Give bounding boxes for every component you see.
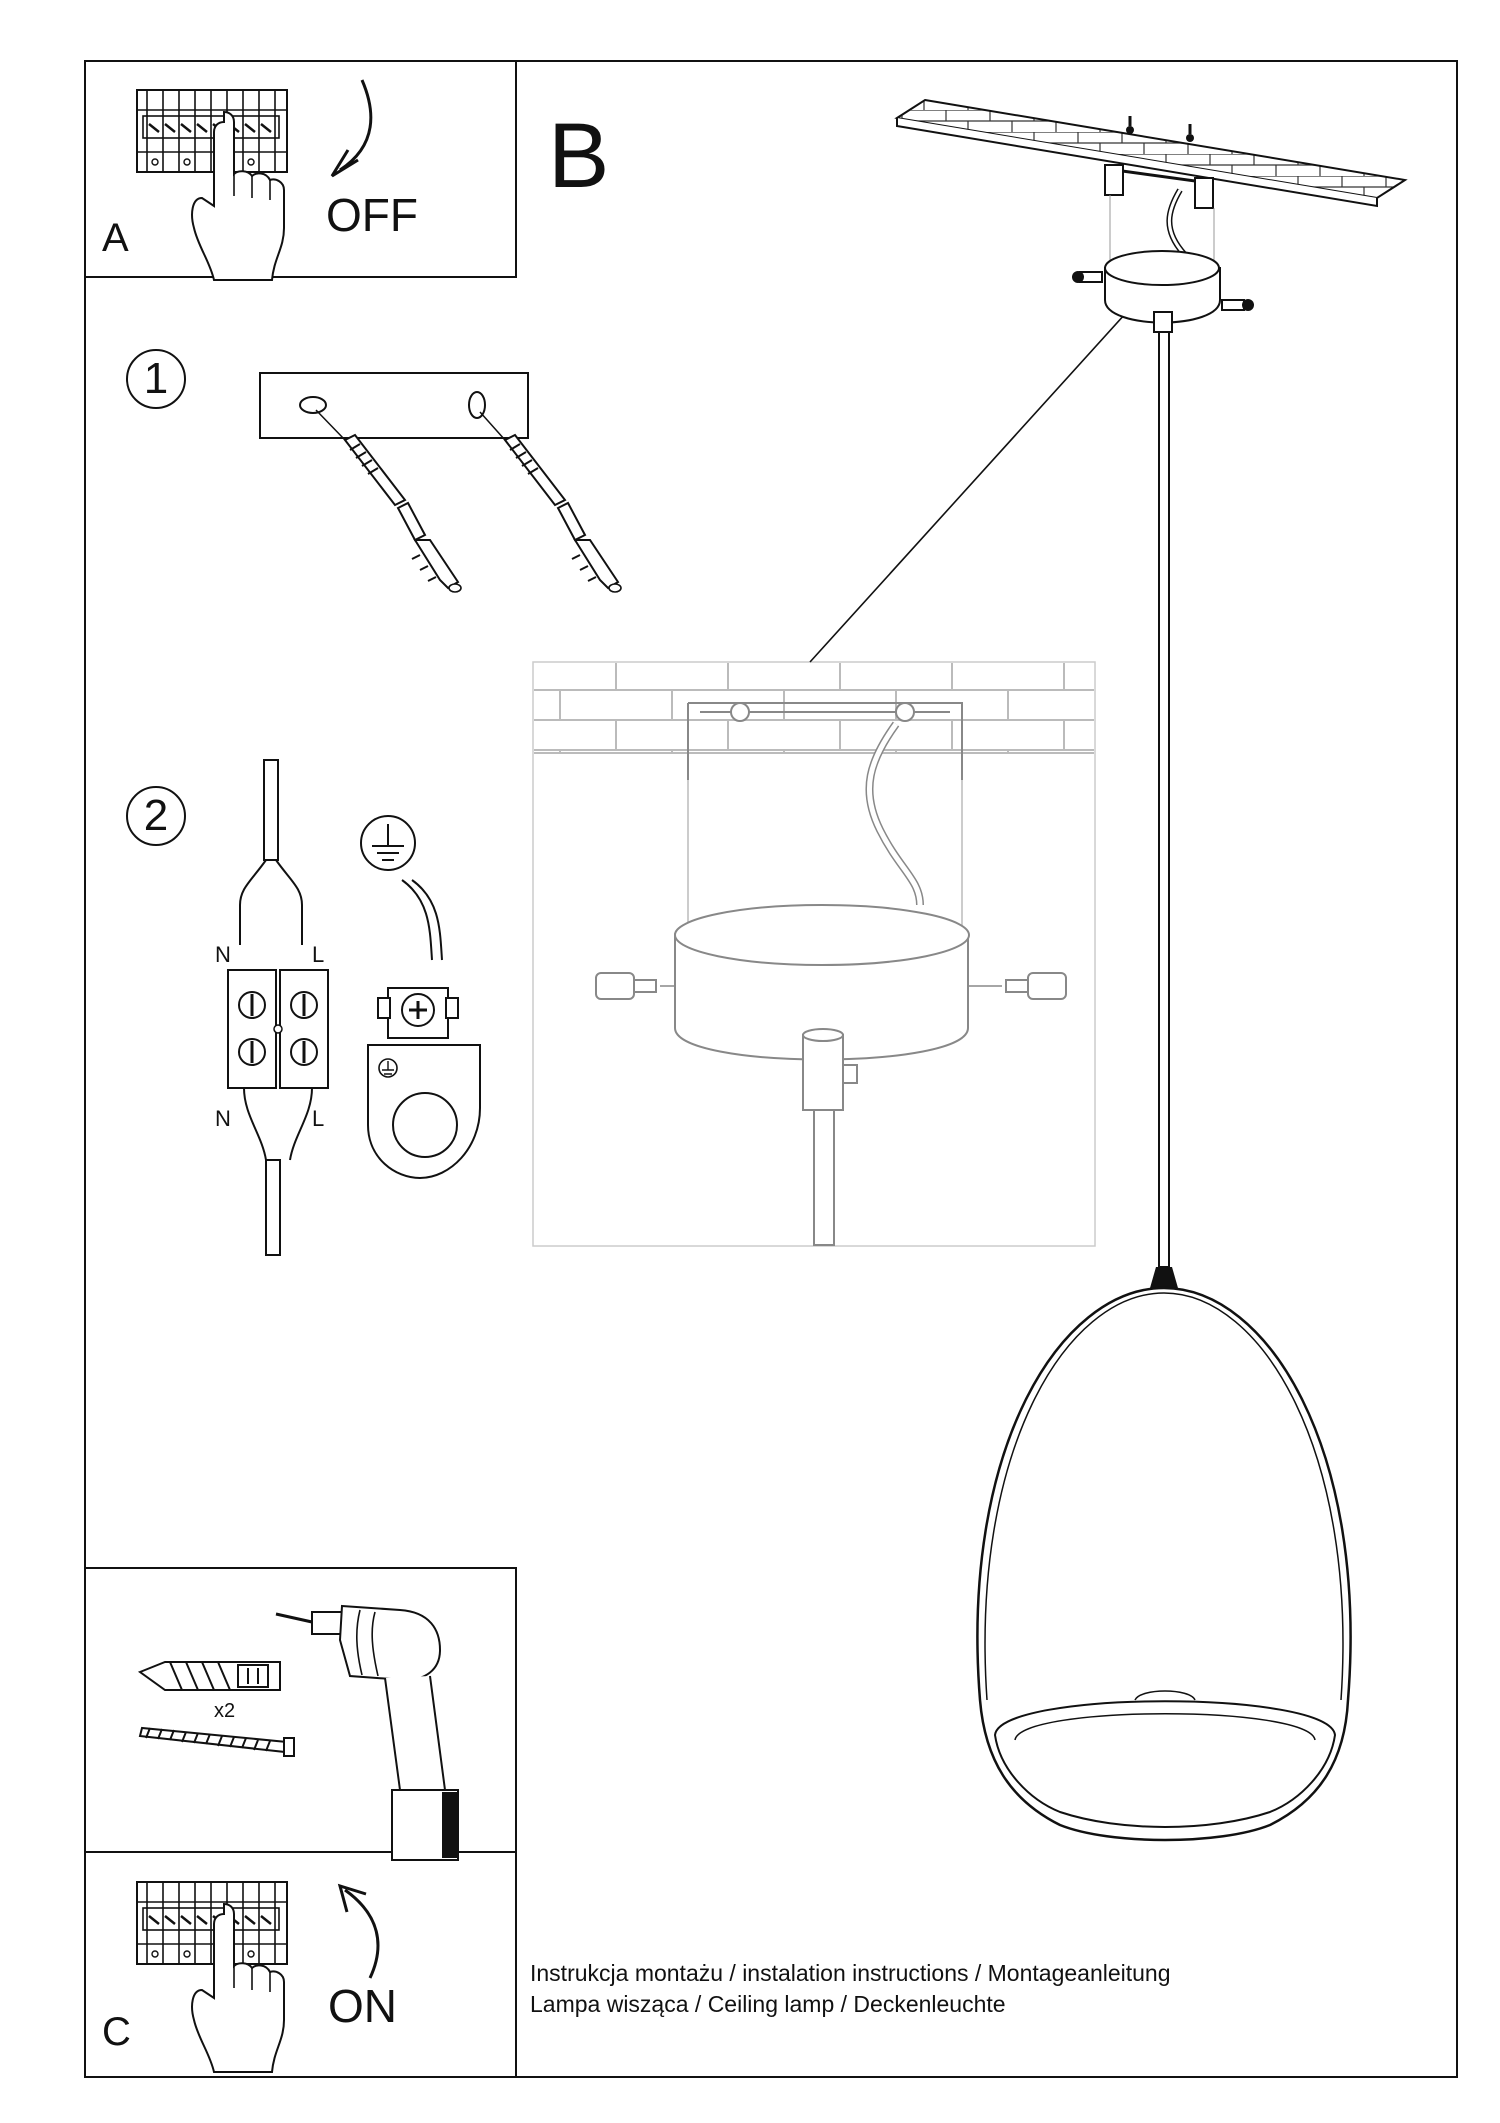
ground-terminal-icon: [367, 987, 481, 1180]
breaker-panel-on-icon: [135, 1880, 289, 1966]
detail-leader-line: [809, 291, 1146, 663]
caption-line-2: Lampa wisząca / Ceiling lamp / Deckenleu…: [530, 1991, 1006, 2017]
off-label: OFF: [326, 189, 418, 241]
panel-a-label: A: [102, 216, 129, 260]
neutral-label-bottom: N: [215, 1106, 231, 1131]
suspension-cable-icon: [1150, 331, 1178, 1288]
panel-b-label: B: [548, 105, 610, 207]
wall-plug-icon: [479, 411, 622, 593]
arrow-down-icon: [330, 79, 373, 178]
step-2-number: 2: [126, 786, 186, 846]
ceiling-plate-icon: [894, 98, 1408, 208]
live-label-top: L: [312, 942, 325, 967]
terminal-block-icon: [227, 969, 329, 1089]
drill-icon: [275, 1604, 459, 1861]
panel-c-label: C: [102, 2010, 131, 2054]
page-frame: [84, 60, 1458, 2078]
canopy-detail-view: [532, 661, 1096, 1247]
caption-line-1: Instrukcja montażu / instalation instruc…: [530, 1960, 1171, 1986]
mounting-bracket-icon: [1104, 164, 1215, 265]
canopy-icon: [1072, 250, 1254, 333]
quantity-label: x2: [214, 1700, 236, 1722]
mounting-plate-icon: [259, 372, 529, 439]
neutral-label-top: N: [215, 942, 231, 967]
arrow-up-icon: [337, 1883, 380, 1979]
live-label-bottom: L: [312, 1106, 325, 1131]
mains-cable-icon: [239, 759, 303, 945]
on-label: ON: [328, 1980, 397, 2032]
wall-plug-icon: [137, 1661, 281, 1691]
breaker-panel-off-icon: [135, 88, 289, 174]
lampshade-icon: [976, 1286, 1352, 1842]
wall-plug-icon: [315, 409, 462, 593]
ground-symbol-icon: [360, 815, 443, 961]
step-1-number: 1: [126, 349, 186, 409]
lamp-cable-icon: [243, 1087, 313, 1256]
screw-icon: [138, 1726, 295, 1757]
